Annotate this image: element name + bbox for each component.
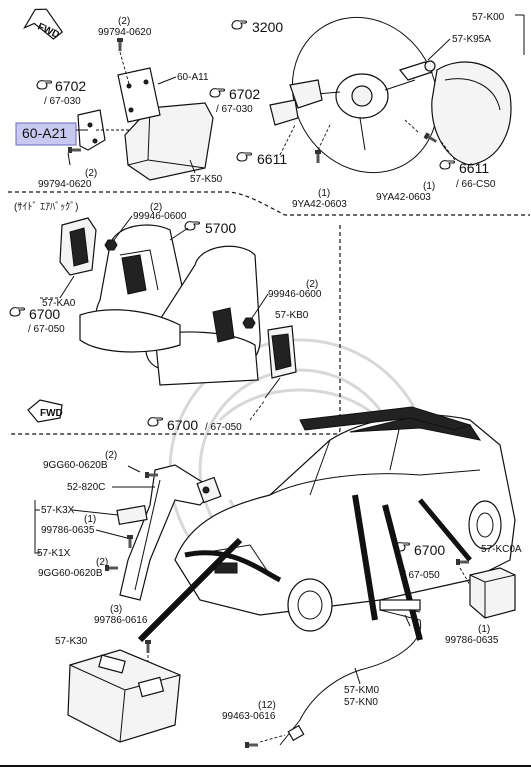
label-57-km0: 57-KM0: [344, 685, 379, 696]
reference-hand-icon: [36, 80, 53, 90]
bolt-9ya-left-icon: [315, 150, 321, 163]
pillar-bracket: [116, 464, 222, 601]
label-bolt-9gg-top: 9GG60-0620B: [43, 460, 108, 471]
nut-right-icon: [242, 317, 256, 329]
label-57-k3x: 57-K3X: [41, 505, 75, 516]
label-bolt-left-qty: (2): [85, 168, 97, 179]
label-ref-6702-mid: 6702: [229, 86, 260, 102]
label-57-kb0: 57-KB0: [275, 310, 309, 321]
label-57-k00: 57-K00: [472, 12, 505, 23]
label-bolt-99786-qty: (1): [84, 514, 96, 525]
label-bolt-left: 99794-0620: [38, 179, 92, 190]
car-body: [174, 406, 516, 632]
reference-hand-icon: [236, 152, 253, 162]
label-bolt-99463: 99463-0616: [222, 711, 276, 722]
label-bolt-top: 99794-0620: [98, 27, 152, 38]
label-ref-6702-left-sub: / 67-030: [44, 96, 81, 107]
side-airbag-right: [264, 325, 297, 399]
label-57-kn0: 57-KN0: [344, 697, 378, 708]
nut-top-icon: [104, 239, 118, 251]
label-57-k95a: 57-K95A: [452, 34, 491, 45]
label-bolt-0616-qty: (3): [110, 604, 122, 615]
reference-hand-icon: [147, 417, 164, 427]
reference-hand-icon: [209, 88, 226, 98]
side-impact-sensor: [469, 567, 516, 619]
highlight-60-a21[interactable]: [15, 122, 77, 146]
airbag-control-module: [67, 649, 181, 743]
bolt-99786-icon: [127, 535, 133, 548]
section-divider-sidebag: [8, 225, 341, 435]
bolt-top-icon: [117, 38, 123, 51]
label-bolt-9gg-bottom-qty: (2): [96, 557, 108, 568]
passenger-airbag-module: [77, 67, 214, 181]
label-ref-6702-mid-sub: / 67-030: [216, 104, 253, 115]
driver-airbag-module: [398, 60, 512, 166]
label-57-ka0: 57-KA0: [42, 298, 76, 309]
label-ref-5700: 5700: [205, 220, 236, 236]
seats: [79, 224, 261, 386]
curtain-airbag-harness: [279, 599, 422, 746]
label-nut-right: 99946-0600: [268, 289, 322, 300]
label-ref-6700-left: 6700: [29, 306, 60, 322]
label-ref-3200: 3200: [252, 19, 283, 35]
label-bolt-99463-qty: (12): [258, 700, 276, 711]
label-ref-6700-bottom-sub: / 67-050: [205, 422, 242, 433]
side-airbag-left: [59, 217, 97, 299]
bolt-9ya-right-icon: [423, 132, 438, 145]
label-52-820c: 52-820C: [67, 482, 105, 493]
label-57-k30: 57-K30: [55, 636, 88, 647]
label-57-k50: 57-K50: [190, 174, 223, 185]
pointer-lines: [137, 494, 472, 643]
label-bolt-9ya-left-qty: (1): [318, 188, 330, 199]
steering-wheel: [269, 16, 439, 174]
label-bolt-9gg-top-qty: (2): [105, 450, 117, 461]
label-bolt-9ya-right-qty: (1): [423, 181, 435, 192]
label-bolt-0635-right-qty: (1): [478, 624, 490, 635]
label-57-kc0a: 57-KC0A: [481, 544, 522, 555]
label-bolt-9ya-right: 9YA42-0603: [376, 192, 431, 203]
label-ref-6700-left-sub: / 67-050: [28, 324, 65, 335]
label-nut-top: 99946-0600: [133, 211, 187, 222]
label-ref-6611-right: 6611: [459, 160, 489, 176]
label-ref-6611-right-sub: / 66-CS0: [456, 179, 496, 190]
label-ref-6700-right-sub: / 67-050: [403, 570, 440, 581]
bolt-0616-icon: [145, 640, 151, 653]
label-bolt-99786: 99786-0635: [41, 525, 95, 536]
reference-hand-icon: [9, 307, 26, 317]
label-bolt-0616: 99786-0616: [94, 615, 148, 626]
label-ref-6700-bottom: 6700: [167, 417, 198, 433]
section-divider-top: [8, 191, 530, 216]
label-bolt-top-qty: (2): [118, 16, 130, 27]
fwd-arrow-top: FWD: [23, 8, 64, 41]
bolt-99463-icon: [245, 742, 258, 748]
label-bolt-9ya-left: 9YA42-0603: [292, 199, 347, 210]
label-nut-top-qty: (2): [150, 202, 162, 213]
label-nut-right-qty: (2): [306, 279, 318, 290]
fwd-label-bottom: FWD: [40, 408, 63, 419]
reference-hand-icon: [439, 160, 456, 170]
side-airbag-title: (ｻｲﾄﾞ ｴｱﾊﾞｯｸﾞ): [14, 201, 78, 213]
bolt-left-icon: [68, 147, 81, 153]
label-57-k1x: 57-K1X: [37, 548, 71, 559]
label-ref-6702-left: 6702: [55, 78, 86, 94]
fwd-arrow-bottom: FWD: [27, 399, 63, 423]
label-ref-6700-right: 6700: [414, 542, 445, 558]
label-ref-6611-left: 6611: [257, 151, 287, 167]
label-60-a11: 60-A11: [177, 72, 209, 83]
reference-hand-icon: [231, 20, 248, 30]
label-60-a21[interactable]: 60-A21: [22, 125, 67, 141]
label-bolt-9gg-bottom: 9GG60-0620B: [38, 568, 103, 579]
label-bolt-0635-right: 99786-0635: [445, 635, 499, 646]
